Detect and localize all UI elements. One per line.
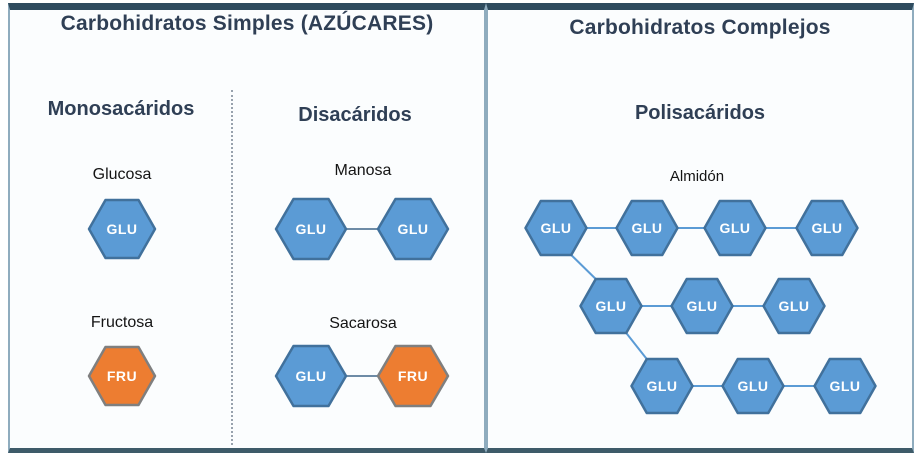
mannose-label: Manosa: [334, 162, 392, 179]
disaccharides-heading: Disacáridos: [298, 104, 412, 126]
sucrose-label: Sacarosa: [329, 315, 397, 332]
simple-carbs-title: Carbohidratos Simples (AZÚCARES): [60, 12, 434, 35]
complex-carbs-title: Carbohidratos Complejos: [569, 16, 831, 39]
panel-complex-carbohydrates: [486, 3, 914, 453]
fructose-label: Fructosa: [90, 314, 154, 331]
monosaccharides-heading: Monosacáridos: [47, 98, 195, 120]
starch-label: Almidón: [669, 168, 725, 185]
polysaccharides-heading: Polisacáridos: [634, 102, 766, 124]
glucose-label: Glucosa: [92, 166, 152, 183]
panel-simple-carbohydrates: [8, 3, 486, 453]
column-divider-dotted: [231, 90, 233, 445]
